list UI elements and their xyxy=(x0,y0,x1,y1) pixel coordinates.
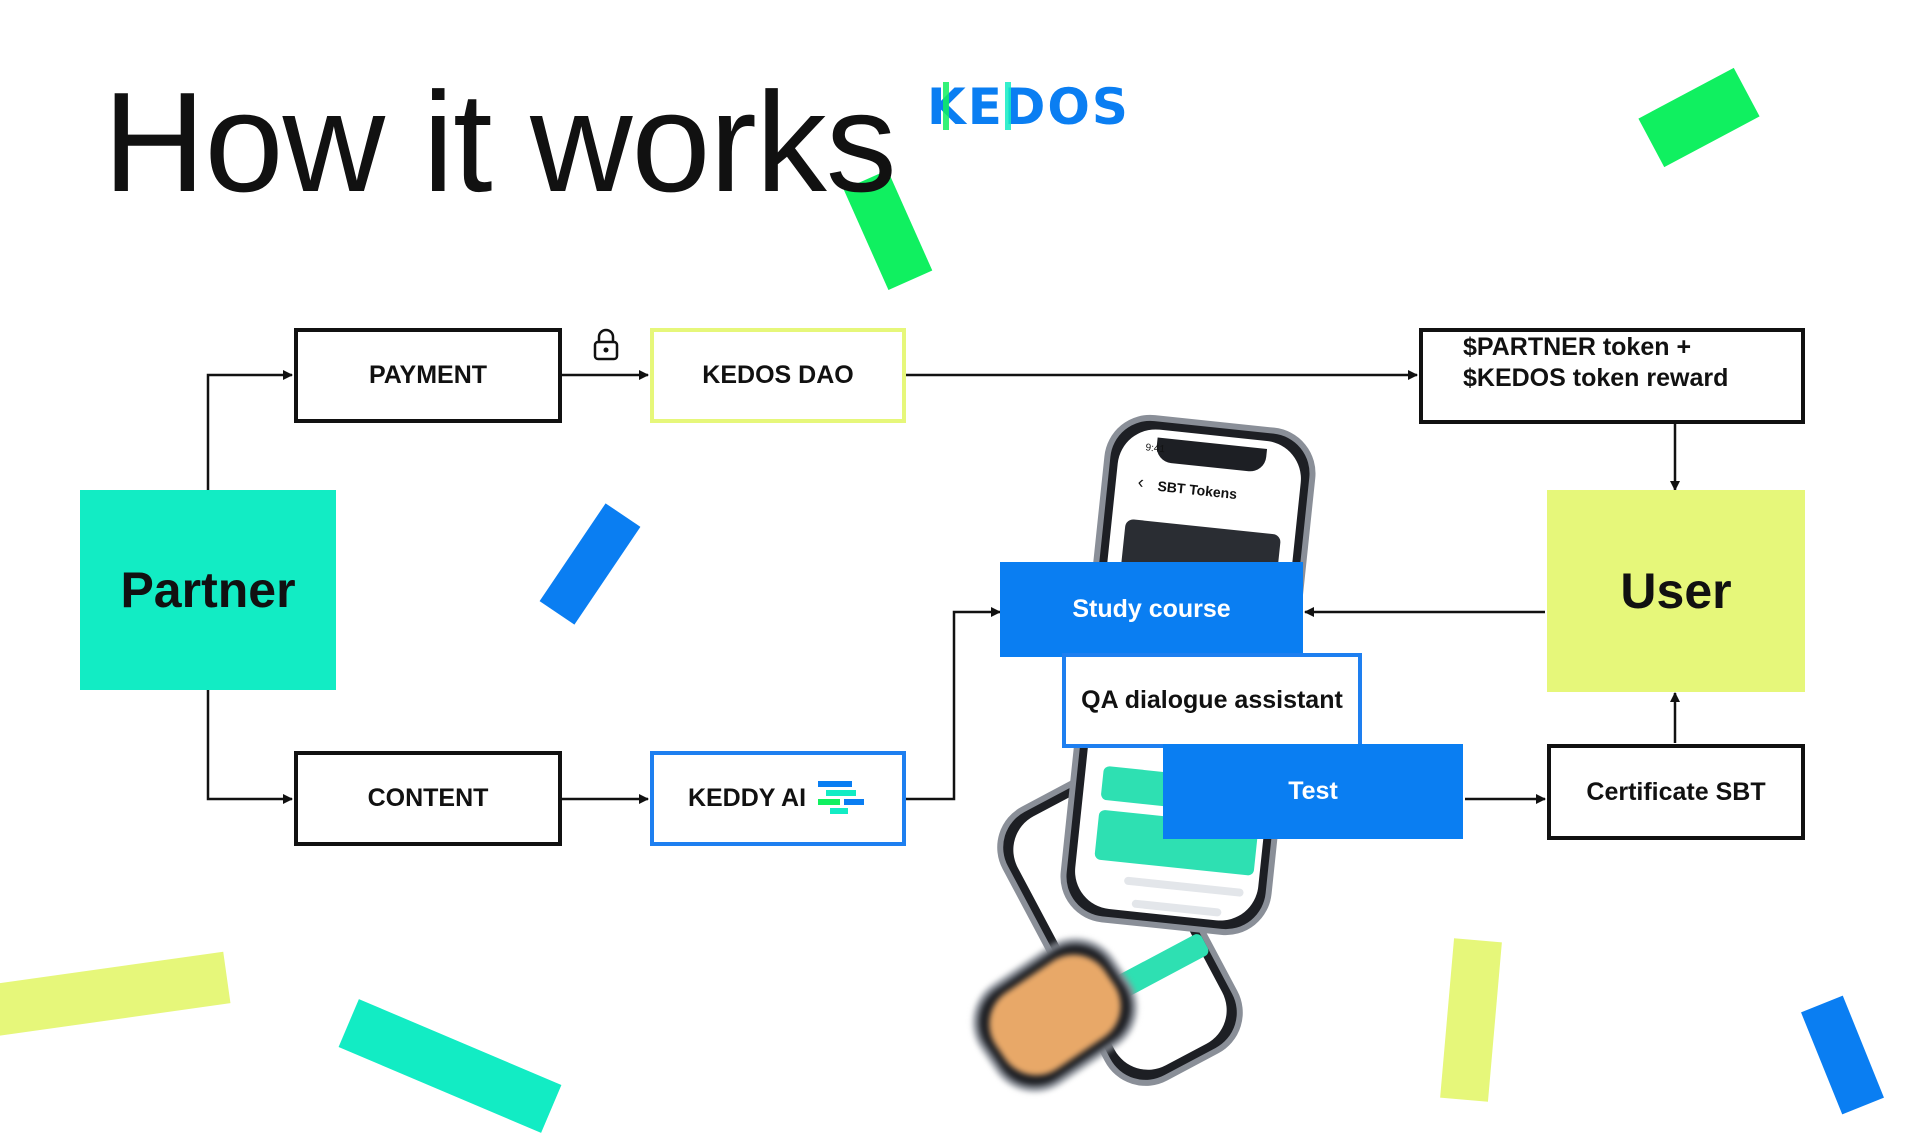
reward-node: $PARTNER token + $KEDOS token reward xyxy=(1419,328,1805,424)
lock-icon xyxy=(593,328,619,361)
kedos-logo: KEDOS xyxy=(927,78,1128,136)
kedos-dao-node: KEDOS DAO xyxy=(650,328,906,423)
qa-assistant-node: QA dialogue assistant xyxy=(1062,653,1362,748)
keddy-ai-logo-icon xyxy=(818,780,865,814)
arrow-partner-payment xyxy=(206,370,293,492)
reward-line-2: $KEDOS token reward xyxy=(1463,364,1729,393)
keddy-ai-label: KEDDY AI xyxy=(687,784,807,812)
reward-line-1: $PARTNER token + xyxy=(1463,333,1692,361)
certificate-node: Certificate SBT xyxy=(1547,744,1805,840)
content-node: CONTENT xyxy=(294,751,562,846)
keddy-ai-node: KEDDY AI xyxy=(650,751,906,846)
arrow-keddy-study xyxy=(906,607,1001,801)
user-node: User xyxy=(1547,490,1805,692)
page-title: How it works xyxy=(103,63,897,222)
payment-node: PAYMENT xyxy=(294,328,562,423)
test-node: Test xyxy=(1163,744,1463,839)
study-course-node: Study course xyxy=(1000,562,1303,657)
arrow-partner-content xyxy=(206,690,293,804)
partner-node: Partner xyxy=(80,490,336,690)
logo-text: KEDOS xyxy=(927,78,1130,136)
flow-connectors xyxy=(206,328,1680,804)
